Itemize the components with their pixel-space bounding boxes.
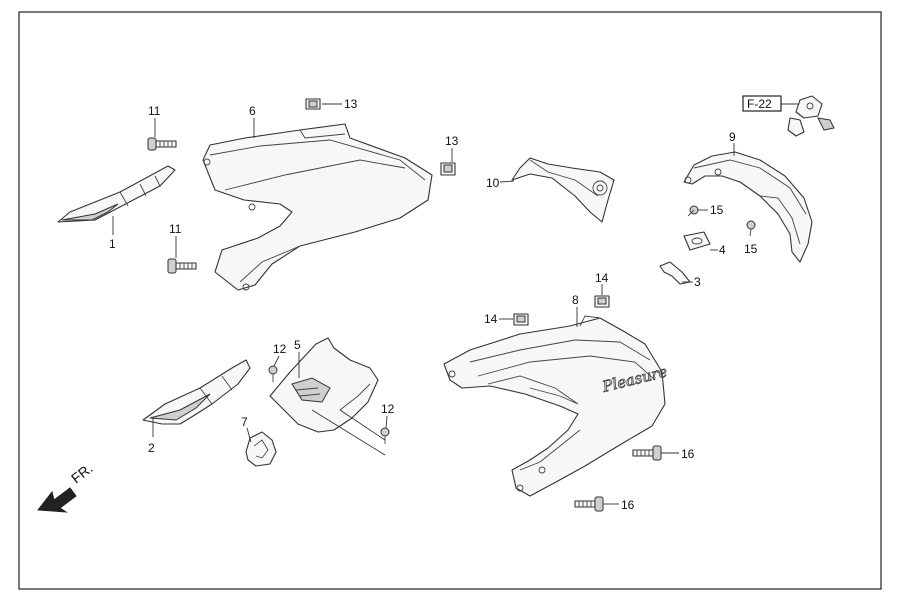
part-6-side-cover [202,123,433,291]
callout-13-upper: 13 [344,97,358,111]
callout-7: 7 [241,415,248,429]
callout-3: 3 [694,275,701,289]
arrow-down-left-icon [37,487,77,513]
part-12-screw-lower [380,427,390,444]
part-3-clip [659,261,691,285]
part-5-center-bracket [269,337,379,433]
callout-15-lower: 15 [744,242,758,256]
callout-8: 8 [572,293,579,307]
callout-14-left: 14 [484,312,498,326]
callout-4: 4 [719,243,726,257]
callout-14-right: 14 [595,271,609,285]
part-f22-key-switch [787,95,835,137]
callout-13-right: 13 [445,134,459,148]
callout-6: 6 [249,104,256,118]
callout-16-lower: 16 [621,498,635,512]
callout-11-upper: 11 [148,104,161,118]
part-13-clip-right [440,162,456,176]
part-2-trim [142,359,251,425]
part-14-clip-left [513,313,529,326]
part-14-clip-right [594,295,610,308]
part-15-screw-upper [687,205,699,217]
callout-11-lower: 11 [169,222,182,236]
part-1-trim [57,165,176,223]
callout-9: 9 [729,130,736,144]
ref-box [742,95,782,112]
leader-line [246,427,252,443]
part-12-screw-upper [268,365,278,382]
callout-2: 2 [148,441,155,455]
part-16-bolt-lower [574,496,604,512]
part-11-bolt-lower [167,258,197,274]
leader-line [273,355,280,367]
callout-12-lower: 12 [381,402,395,416]
callout-15-upper: 15 [710,203,724,217]
part-13-clip-upper [305,98,321,110]
part-10-bracket [511,157,615,223]
part-8-body-cover: Pleasure [443,315,670,497]
callout-10: 10 [486,176,500,190]
diagram-frame [18,11,882,590]
part-16-bolt-upper [632,445,662,461]
part-4-grommet [683,231,711,251]
leader-line [311,409,386,456]
ref-box-label: F-22 [747,97,772,111]
callout-1: 1 [109,237,116,251]
part-9-rear-cover [683,151,813,263]
callout-5: 5 [294,338,301,352]
part-11-bolt-upper [147,137,177,151]
part-15-screw-lower [746,220,756,237]
callout-16-upper: 16 [681,447,695,461]
leader-line [499,180,515,183]
leader-line [385,415,388,429]
part-7-clamp [245,431,277,467]
front-direction-label: FR. [68,460,96,486]
callout-12-upper: 12 [273,342,287,356]
leader-line [339,409,386,441]
